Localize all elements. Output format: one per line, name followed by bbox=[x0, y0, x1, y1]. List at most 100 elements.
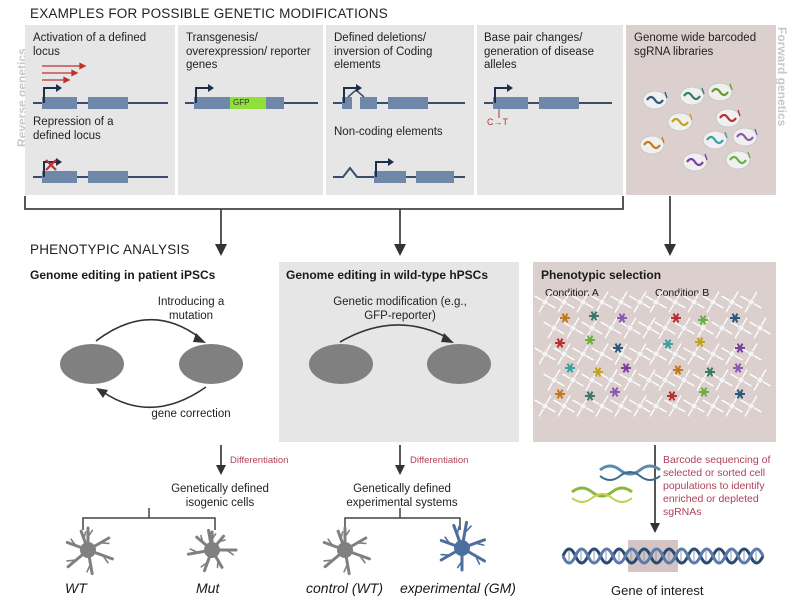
labeled-cell-icon bbox=[733, 363, 743, 373]
col2-result-label: Genetically defined experimental systems bbox=[346, 483, 458, 509]
activation-promoter-icon bbox=[43, 87, 56, 103]
basepair-exon2 bbox=[539, 97, 579, 109]
gfp-label: GFP bbox=[233, 98, 250, 107]
labeled-cell-icon bbox=[593, 367, 603, 377]
activation-exon1 bbox=[42, 97, 77, 109]
labeled-cell-icon bbox=[695, 337, 705, 347]
col2-cell-right bbox=[427, 344, 491, 384]
labeled-cell-icon bbox=[585, 391, 595, 401]
labeled-cell-icon bbox=[621, 363, 631, 373]
labeled-cell-icon bbox=[667, 391, 677, 401]
arrow-col1 bbox=[215, 244, 227, 256]
col1-result-label: Genetically defined isogenic cells bbox=[171, 483, 269, 509]
col1-top-label: Introducing a mutation bbox=[157, 296, 225, 322]
cond-b-label: Condition B bbox=[655, 287, 710, 299]
noncoding-exon1 bbox=[374, 171, 406, 183]
gene-of-interest-label: Gene of interest bbox=[611, 583, 704, 598]
labeled-cell-icon bbox=[663, 339, 673, 349]
repression-promoter-icon bbox=[43, 161, 56, 177]
sgrna-complex-icon bbox=[715, 108, 741, 128]
repression-x-icon bbox=[45, 159, 57, 171]
deletions-label: Defined deletions/ inversion of Coding e… bbox=[334, 32, 433, 71]
col1-cell-left bbox=[60, 344, 124, 384]
basepair-change-label: C→T bbox=[487, 117, 508, 127]
col1-cell-right-label: Mut bbox=[196, 580, 220, 596]
control-neuron-icon bbox=[322, 526, 371, 576]
sgrna-complex-icon bbox=[707, 82, 733, 102]
deletion-promoter-icon bbox=[343, 87, 356, 103]
gene-highlight bbox=[628, 540, 678, 572]
col1-cell-left-label: WT bbox=[65, 580, 87, 596]
activation-exon2 bbox=[88, 97, 128, 109]
transgene-promoter-icon bbox=[195, 87, 208, 103]
sgrna-complex-icon bbox=[702, 130, 728, 150]
noncoding-exon2 bbox=[416, 171, 454, 183]
basepair-exon1 bbox=[493, 97, 528, 109]
labeled-cell-icon bbox=[735, 343, 745, 353]
labeled-cell-icon bbox=[673, 365, 683, 375]
basepair-label: Base pair changes/ generation of disease… bbox=[484, 32, 594, 71]
barcode-strand-icon bbox=[599, 464, 661, 481]
col2-top-label: Genetic modification (e.g., GFP-reporter… bbox=[333, 296, 467, 322]
col2-cell-left-label: control (WT) bbox=[306, 580, 383, 596]
col2-cell-right-label: experimental (GM) bbox=[400, 580, 516, 596]
labeled-cell-icon bbox=[698, 315, 708, 325]
labeled-cell-icon bbox=[613, 343, 623, 353]
labeled-cell-icon bbox=[617, 313, 627, 323]
panel-transgenesis bbox=[178, 25, 323, 195]
sgrna-complex-icon bbox=[639, 135, 665, 155]
libraries-label: Genome wide barcoded sgRNA libraries bbox=[634, 32, 757, 58]
experimental-neuron-icon bbox=[439, 520, 487, 572]
repression-label: Repression of a defined locus bbox=[33, 116, 114, 142]
col2-diff-label: Differentiation bbox=[410, 455, 469, 466]
noncoding-promoter-icon bbox=[375, 161, 388, 177]
gfp-block bbox=[230, 97, 266, 109]
cond-a-label: Condition A bbox=[545, 287, 599, 299]
labeled-cell-icon bbox=[555, 338, 565, 348]
labeled-cell-icon bbox=[565, 363, 575, 373]
col1-diff-label: Differentiation bbox=[230, 455, 289, 466]
wt-neuron-icon bbox=[65, 526, 114, 576]
labeled-cell-icon bbox=[699, 387, 709, 397]
labeled-cell-icon bbox=[560, 313, 570, 323]
transgenesis-label: Transgenesis/ overexpression/ reporter g… bbox=[186, 32, 311, 71]
deletion-exon2 bbox=[388, 97, 428, 109]
repression-exon2 bbox=[88, 171, 128, 183]
main-header: EXAMPLES FOR POSSIBLE GENETIC MODIFICATI… bbox=[30, 6, 388, 21]
col1-bottom-label: gene correction bbox=[151, 408, 231, 420]
barcode-strand-icon bbox=[571, 486, 633, 503]
labeled-cell-icon bbox=[610, 387, 620, 397]
labeled-cell-icon bbox=[735, 389, 745, 399]
barcode-text: Barcode sequencing of selected or sorted… bbox=[663, 454, 771, 518]
mut-neuron-icon bbox=[186, 528, 238, 573]
sgrna-complex-icon bbox=[725, 150, 751, 170]
labeled-cell-icon bbox=[730, 313, 740, 323]
labeled-cell-icon bbox=[671, 313, 681, 323]
sgrna-complex-icon bbox=[667, 112, 693, 132]
col1-title: Genome editing in patient iPSCs bbox=[30, 268, 216, 282]
arrow-col2 bbox=[394, 244, 406, 256]
dna-helix-icon bbox=[561, 547, 765, 565]
labeled-cell-icon bbox=[705, 367, 715, 377]
arrow-col3 bbox=[664, 244, 676, 256]
panel-deletions bbox=[326, 25, 474, 195]
col1-cell-right bbox=[179, 344, 243, 384]
sgrna-complex-icon bbox=[682, 152, 708, 172]
labeled-cell-icon bbox=[589, 311, 599, 321]
col2-title: Genome editing in wild-type hPSCs bbox=[286, 268, 489, 282]
col2-cell-left bbox=[309, 344, 373, 384]
activation-label: Activation of a defined locus bbox=[33, 32, 147, 58]
labeled-cell-icon bbox=[555, 389, 565, 399]
col3-title: Phenotypic selection bbox=[541, 268, 662, 282]
labeled-cell-icon bbox=[585, 335, 595, 345]
sgrna-complex-icon bbox=[679, 86, 705, 106]
panel-basepair bbox=[477, 25, 623, 195]
analysis-header: PHENOTYPIC ANALYSIS bbox=[30, 242, 190, 257]
